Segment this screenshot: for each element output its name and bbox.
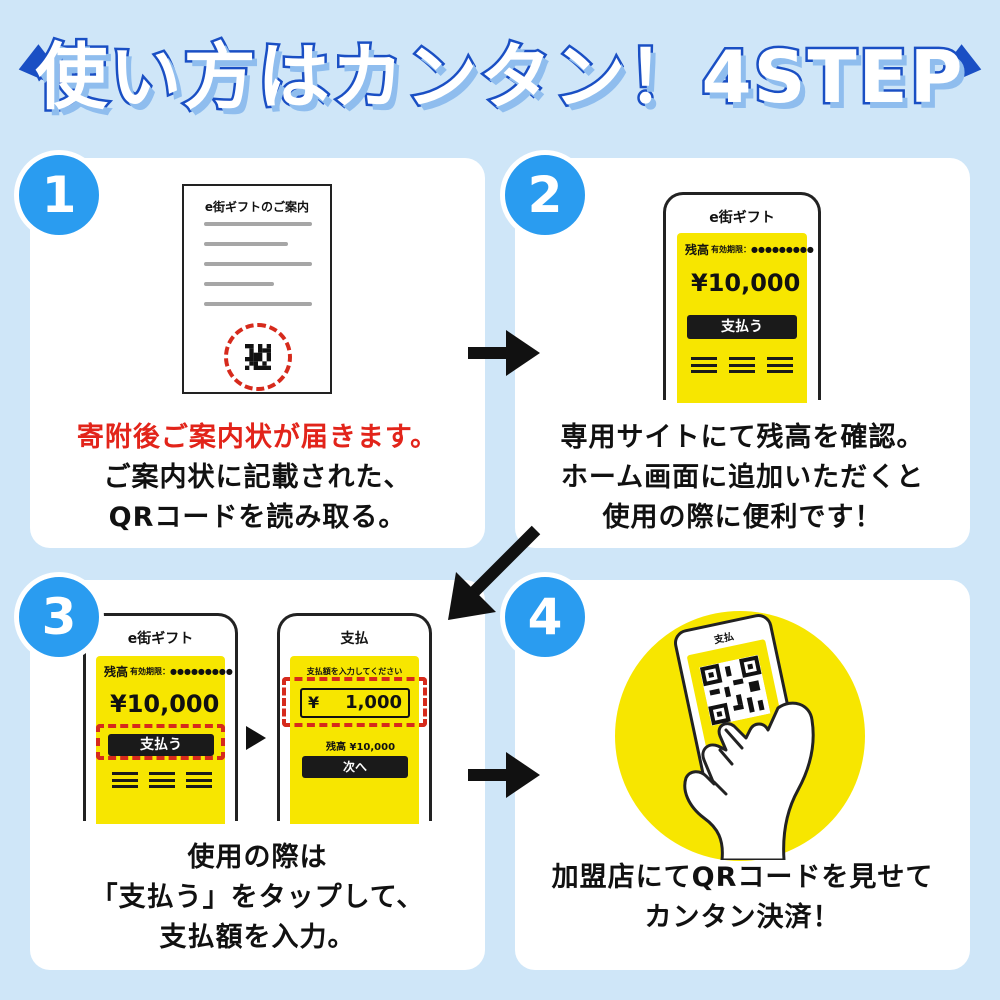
flow-arrow-diagonal-icon bbox=[448, 525, 541, 620]
menu-icon bbox=[767, 357, 793, 373]
menu-icon bbox=[186, 772, 212, 788]
pay-button-highlight bbox=[96, 724, 225, 760]
page-title: 使い方はカンタン！4STEP bbox=[33, 33, 965, 122]
guide-letter: e街ギフトのご案内 bbox=[182, 184, 332, 394]
amount-input-value: 1,000 bbox=[345, 692, 402, 713]
currency-symbol: ¥ bbox=[308, 693, 320, 712]
hand-icon bbox=[683, 701, 815, 860]
pay-button[interactable]: 支払う bbox=[687, 315, 797, 339]
menu-icon bbox=[112, 772, 138, 788]
phone-title: 支払 bbox=[340, 631, 369, 647]
step-3-caption-line: 「支払う」をタップして、 bbox=[90, 882, 425, 913]
amount-input[interactable]: ¥ 1,000 bbox=[300, 688, 410, 718]
step-2-badge: 2 bbox=[500, 150, 590, 240]
qr-code-icon bbox=[245, 344, 271, 370]
step-3-badge: 3 bbox=[14, 572, 104, 662]
menu-icon bbox=[149, 772, 175, 788]
step-2-caption-line: 専用サイトにて残高を確認。 bbox=[560, 422, 925, 453]
step-2-caption-line: 使用の際に便利です！ bbox=[602, 502, 883, 533]
balance-label: 残高 bbox=[685, 243, 710, 257]
step-4-caption: 加盟店にてQRコードを見せて カンタン決済！ bbox=[515, 858, 970, 938]
amount-prompt: 支払額を入力してください bbox=[306, 667, 403, 676]
balance-amount: ¥10,000 bbox=[110, 690, 220, 718]
qr-phone: 支払 bbox=[671, 611, 805, 799]
step-1-caption-line: QRコードを読み取る。 bbox=[108, 502, 407, 533]
step-1-caption-line: ご案内状に記載された、 bbox=[103, 462, 412, 493]
step-3-caption-line: 使用の際は bbox=[187, 842, 328, 873]
next-button[interactable]: 次へ bbox=[302, 756, 408, 778]
phone-title: e街ギフト bbox=[127, 631, 194, 647]
qr-code-icon bbox=[699, 654, 771, 726]
pay-button[interactable]: 支払う bbox=[108, 734, 214, 756]
step-2-caption-line: ホーム画面に追加いただくと bbox=[560, 462, 925, 493]
menu-icon bbox=[729, 357, 755, 373]
balance-text: 残高 ¥10,000 bbox=[326, 742, 396, 753]
expiry-text: 有効期限：●●●●●●●●● bbox=[711, 245, 814, 254]
text-line-icon bbox=[204, 302, 312, 306]
text-line-icon bbox=[204, 262, 312, 266]
balance-label: 残高 bbox=[104, 665, 129, 679]
step-4-badge: 4 bbox=[500, 572, 590, 662]
step-3-caption: 使用の際は 「支払う」をタップして、 支払額を入力。 bbox=[30, 838, 485, 958]
phone-screen: 残高 有効期限：●●●●●●●●● ¥10,000 支払う bbox=[677, 233, 814, 403]
next-arrow-icon bbox=[246, 726, 266, 750]
step-1-caption-highlight: 寄附後ご案内状が届きます。 bbox=[76, 422, 439, 453]
phone-screen: 支払額を入力してください ¥ 1,000 残高 ¥10,000 次へ bbox=[290, 656, 419, 824]
text-line-icon bbox=[204, 242, 288, 246]
gift-phone: e街ギフト 残高 有効期限：●●●●●●●●● ¥10,000 支払う bbox=[663, 192, 821, 403]
flow-arrow-right-icon bbox=[468, 752, 540, 798]
phone-title: e街ギフト bbox=[709, 210, 775, 226]
step-2-caption: 専用サイトにて残高を確認。 ホーム画面に追加いただくと 使用の際に便利です！ bbox=[515, 418, 970, 538]
flow-arrow-right-icon bbox=[468, 330, 540, 376]
qr-highlight-ring bbox=[224, 323, 292, 391]
step-4-caption-line: カンタン決済！ bbox=[644, 902, 841, 933]
step-4-caption-line: 加盟店にてQRコードを見せて bbox=[551, 862, 934, 893]
expiry-text: 有効期限：●●●●●●●●● bbox=[130, 667, 233, 676]
step-1-caption: 寄附後ご案内状が届きます。 ご案内状に記載された、 QRコードを読み取る。 bbox=[30, 418, 485, 538]
payment-phone: 支払 支払額を入力してください ¥ 1,000 残高 ¥10,000 次へ bbox=[277, 613, 432, 824]
step-1-badge: 1 bbox=[14, 150, 104, 240]
gift-phone: e街ギフト 残高 有効期限：●●●●●●●●● ¥10,000 支払う bbox=[83, 613, 238, 824]
menu-icon bbox=[691, 357, 717, 373]
amount-input-highlight bbox=[282, 677, 427, 727]
guide-letter-title: e街ギフトのご案内 bbox=[204, 200, 310, 214]
step-3-caption-line: 支払額を入力。 bbox=[159, 922, 356, 953]
phone-screen: 残高 有効期限：●●●●●●●●● ¥10,000 支払う bbox=[96, 656, 233, 824]
text-line-icon bbox=[204, 282, 274, 286]
text-line-icon bbox=[204, 222, 312, 226]
balance-amount: ¥10,000 bbox=[691, 269, 801, 297]
